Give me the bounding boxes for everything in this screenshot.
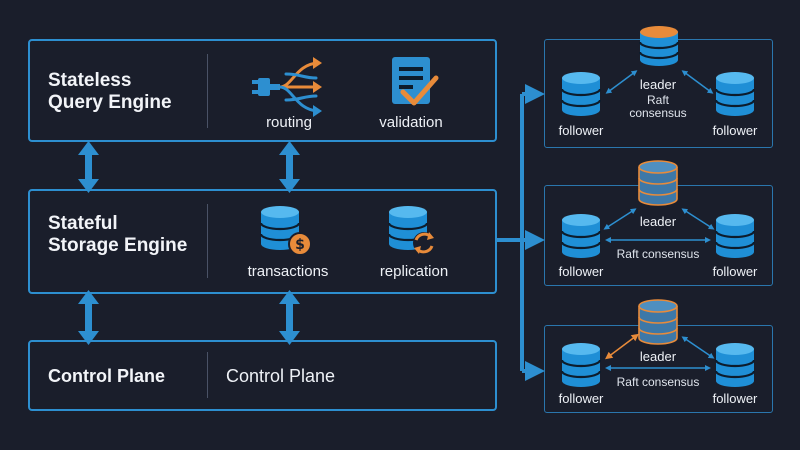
cluster1-consensus-line1: Raft [646,93,669,107]
stateful-title-line1: Stateful [48,213,118,234]
cluster1-consensus-line2: consensus [629,106,687,120]
transactions-icon: $ [259,204,312,256]
validation-label: validation [379,114,443,131]
double-arrow-mid-top [279,141,300,193]
replication-label: replication [379,263,449,280]
cluster-connector [497,84,545,381]
stateful-storage-engine-panel [28,189,497,294]
stateless-title-line1: Stateless [48,70,132,91]
cluster1-follower-left-label: follower [558,123,604,138]
cluster2-link-left [603,208,637,230]
cluster2-follower-left-label: follower [558,264,604,279]
stateful-divider [207,204,208,278]
double-arrow-left-top [78,141,99,193]
cluster2-leader-db-icon [638,160,678,206]
cluster2-link-right [681,208,715,230]
routing-label: routing [266,114,312,131]
cluster1-link-left [605,70,638,94]
cluster3-follower-right-db-icon [714,341,756,389]
cluster3-follower-left-label: follower [558,391,604,406]
control-divider [207,352,208,398]
control-plane-panel [28,340,497,411]
cluster2-follower-left-db-icon [560,212,602,260]
stateless-title-line2: Query Engine [48,92,172,113]
cluster3-follower-left-db-icon [560,341,602,389]
cluster1-leader-db-icon [638,24,680,68]
stateless-query-engine-panel [28,39,497,142]
validation-icon [392,57,439,106]
replication-icon [387,204,435,254]
control-plane-title: Control Plane [48,366,166,386]
cluster1-leader-label: leader [639,77,677,92]
cluster3-leader-label: leader [639,349,677,364]
stateless-divider [207,54,208,128]
transactions-label: transactions [247,263,329,280]
cluster1-follower-right-label: follower [712,123,758,138]
routing-icon [252,57,322,117]
cluster2-follower-right-db-icon [714,212,756,260]
cluster1-follower-right-db-icon [714,70,756,118]
cluster1-link-right [681,70,714,94]
double-arrow-mid-bottom [279,290,300,345]
cluster3-link-left [605,333,639,360]
cluster3-follower-right-label: follower [712,391,758,406]
stateful-title-line2: Storage Engine [48,235,188,256]
cluster2-leader-label: leader [639,214,677,229]
control-plane-label: Control Plane [226,366,336,386]
cluster1-follower-left-db-icon [560,70,602,118]
cluster2-follower-right-label: follower [712,264,758,279]
cluster2-consensus-label: Raft consensus [616,247,700,261]
cluster3-link-right [681,336,715,359]
svg-text:$: $ [295,237,305,253]
double-arrow-left-bottom [78,290,99,345]
cluster3-leader-db-icon [638,299,678,345]
cluster3-consensus-label: Raft consensus [616,375,700,389]
